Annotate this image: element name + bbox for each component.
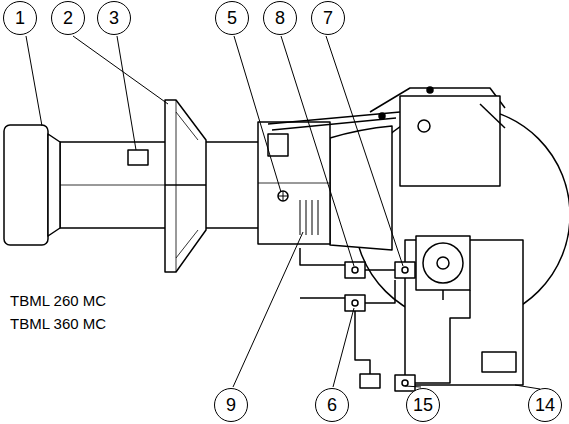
callout-circle: 8 <box>263 1 297 35</box>
callout-circle: 3 <box>97 1 131 35</box>
callout-circle: 14 <box>528 388 562 422</box>
callout-number: 2 <box>63 9 73 27</box>
callout-number: 8 <box>275 9 285 27</box>
callout-circle: 2 <box>51 1 85 35</box>
callout-circle: 7 <box>311 1 345 35</box>
callout-number: 6 <box>327 396 337 414</box>
callout-number: 15 <box>413 396 433 414</box>
model-label: TBML 260 MC <box>10 292 106 309</box>
callout-number: 7 <box>323 9 333 27</box>
callout-number: 1 <box>15 9 25 27</box>
callout-circle: 5 <box>215 1 249 35</box>
callout-number: 9 <box>226 396 236 414</box>
callout-circle: 9 <box>214 388 248 422</box>
callout-circle: 1 <box>3 1 37 35</box>
callout-circle: 15 <box>406 388 440 422</box>
model-label: TBML 360 MC <box>10 315 106 332</box>
callout-circle: 6 <box>315 388 349 422</box>
callout-number: 14 <box>535 396 555 414</box>
callout-number: 3 <box>109 9 119 27</box>
callout-number: 5 <box>227 9 237 27</box>
